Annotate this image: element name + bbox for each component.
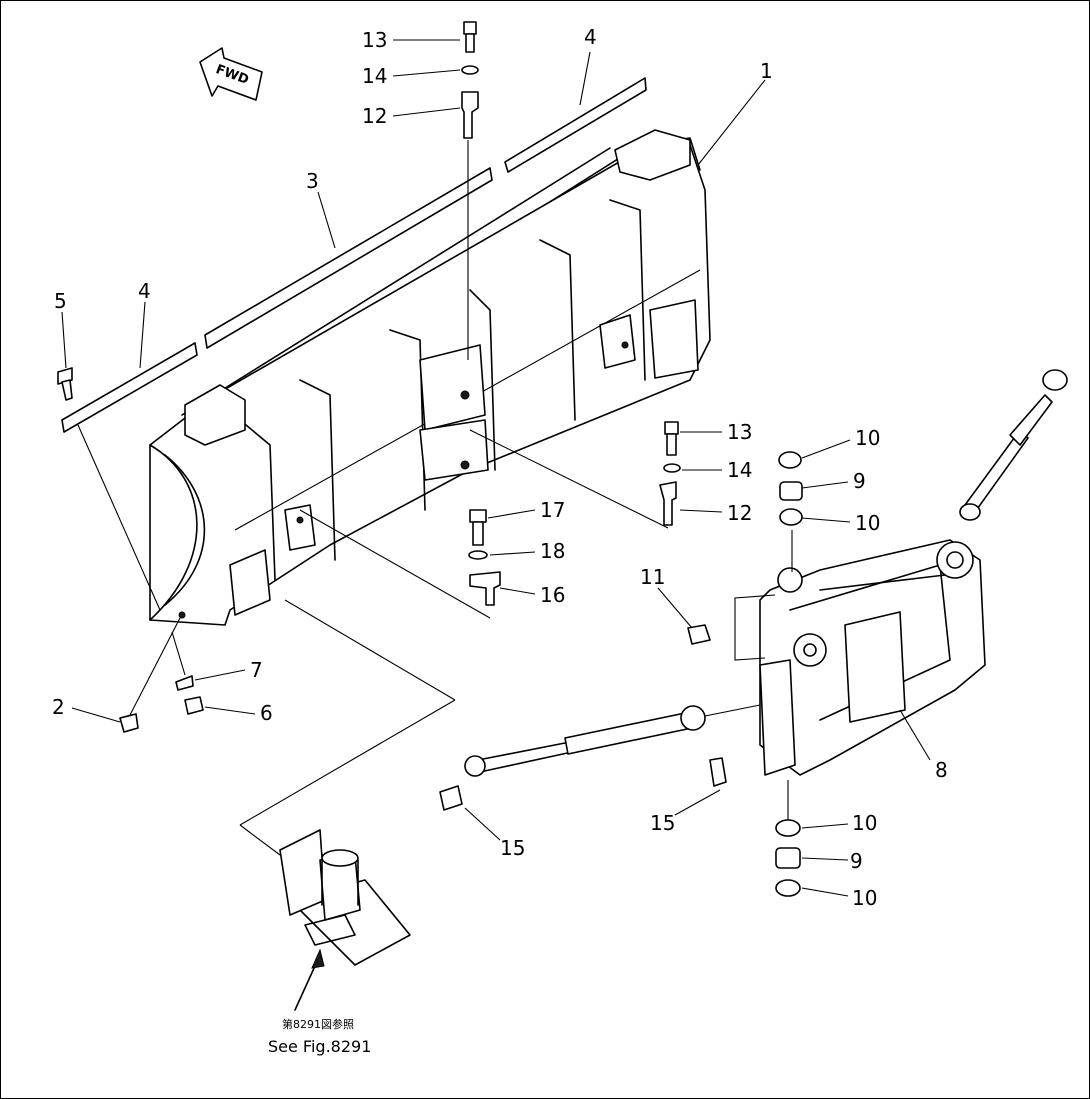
callout-13-top: 13 bbox=[362, 28, 387, 52]
callout-14-right: 14 bbox=[727, 458, 752, 482]
fwd-arrow: FWD bbox=[199, 47, 263, 101]
callout-17: 17 bbox=[540, 498, 565, 522]
callout-4-left: 4 bbox=[138, 279, 151, 303]
callout-14-top: 14 bbox=[362, 64, 387, 88]
tilt-cylinder-upper bbox=[959, 369, 1068, 521]
mounting-bracket bbox=[279, 829, 411, 1011]
callout-12-top: 12 bbox=[362, 104, 387, 128]
spacers-lower bbox=[775, 819, 801, 897]
push-frame bbox=[734, 530, 986, 820]
callout-1: 1 bbox=[760, 59, 773, 83]
callout-5: 5 bbox=[54, 289, 67, 313]
callout-10-lower-b: 10 bbox=[852, 886, 877, 910]
callout-13-right: 13 bbox=[727, 420, 752, 444]
callout-15-left: 15 bbox=[500, 836, 525, 860]
callout-9-upper: 9 bbox=[853, 469, 866, 493]
callout-labels: 13 14 12 4 1 3 5 4 13 14 12 10 9 10 17 1… bbox=[52, 25, 948, 910]
grease-fittings bbox=[439, 624, 727, 811]
callout-15-right: 15 bbox=[650, 811, 675, 835]
top-pin-stack bbox=[461, 21, 479, 360]
end-bit-right bbox=[504, 77, 647, 173]
callout-18: 18 bbox=[540, 539, 565, 563]
tilt-cylinder-lower bbox=[464, 704, 761, 777]
callout-11: 11 bbox=[640, 565, 665, 589]
reference-caption: 第8291図参照 See Fig.8291 bbox=[268, 1017, 371, 1056]
callout-2: 2 bbox=[52, 695, 65, 719]
callout-10-lower-a: 10 bbox=[852, 811, 877, 835]
reference-en: See Fig.8291 bbox=[268, 1037, 371, 1056]
cutting-edge-center bbox=[204, 167, 493, 349]
small-hardware bbox=[57, 367, 204, 733]
callout-leaders bbox=[61, 39, 931, 897]
center-pin-stack bbox=[299, 509, 501, 619]
callout-12-right: 12 bbox=[727, 501, 752, 525]
reference-leader bbox=[239, 599, 456, 856]
callout-10-upper-a: 10 bbox=[855, 426, 880, 450]
blade-assembly bbox=[149, 129, 711, 626]
callout-9-lower: 9 bbox=[850, 849, 863, 873]
right-pin-stack bbox=[469, 421, 681, 529]
callout-3: 3 bbox=[306, 169, 319, 193]
callout-6: 6 bbox=[260, 701, 273, 725]
callout-16: 16 bbox=[540, 583, 565, 607]
end-bit-left bbox=[61, 342, 198, 433]
spacers-upper bbox=[778, 451, 803, 526]
reference-jp: 第8291図参照 bbox=[282, 1017, 354, 1031]
callout-7: 7 bbox=[250, 658, 263, 682]
callout-8: 8 bbox=[935, 758, 948, 782]
callout-10-upper-b: 10 bbox=[855, 511, 880, 535]
callout-4-right: 4 bbox=[584, 25, 597, 49]
